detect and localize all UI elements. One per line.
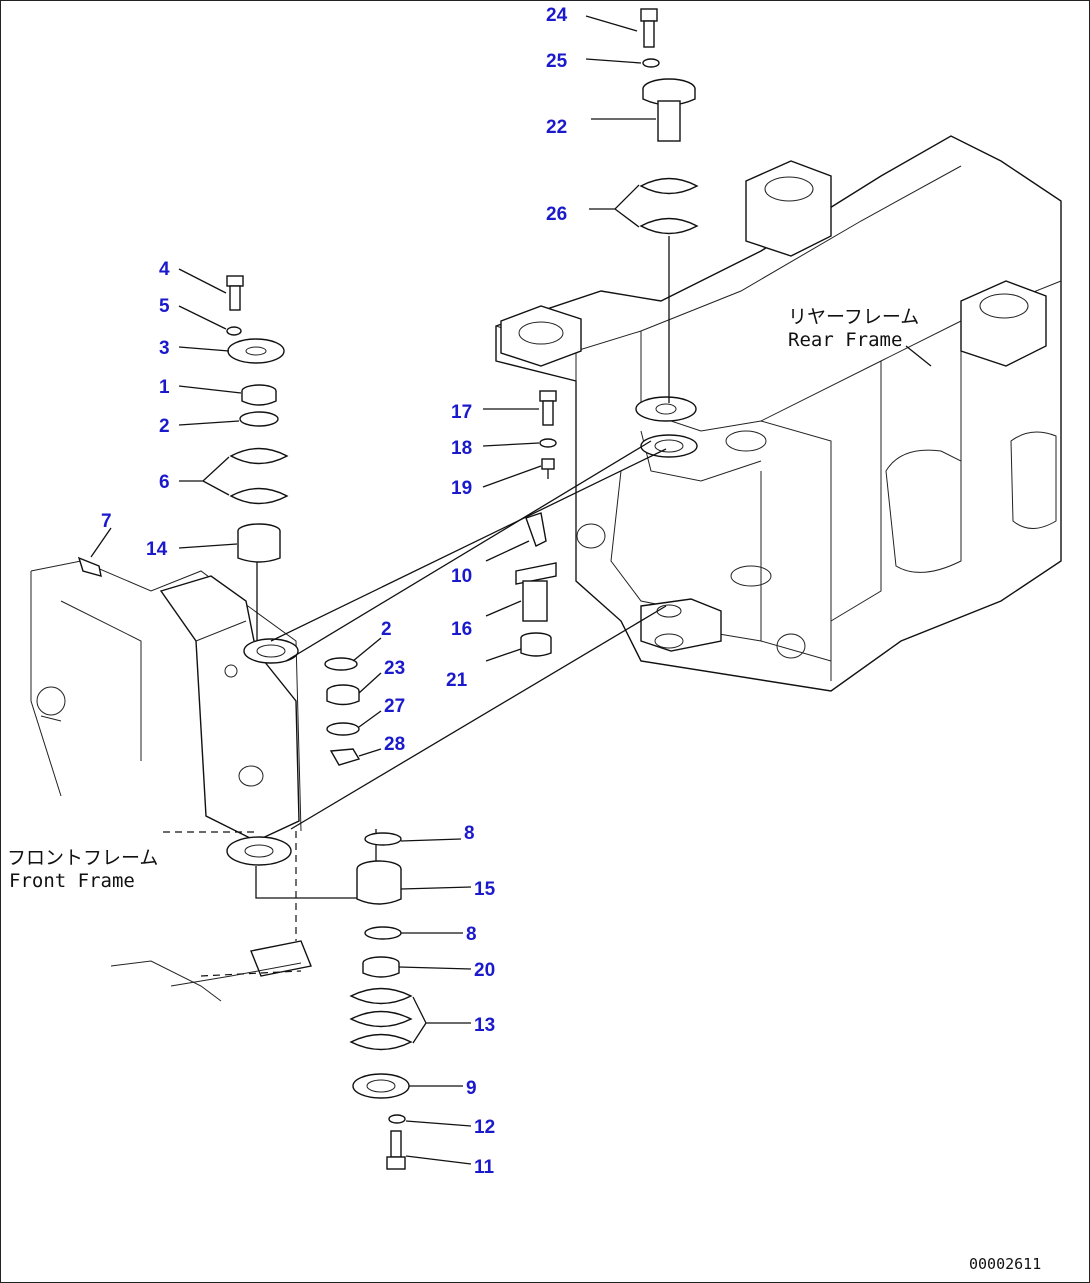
bolt-4 [226,275,244,311]
callout-14: 14 [146,539,168,560]
document-number: 00002611 [969,1255,1041,1273]
callout-16: 16 [451,619,472,640]
callout-26: 26 [546,204,567,225]
callout-22: 22 [546,117,567,138]
rear-frame-drawing [495,135,1062,692]
seal-2b [324,657,358,671]
rear-frame-label-jp: リヤーフレーム [788,306,919,328]
callout-10: 10 [451,566,472,587]
seal-8b [364,926,402,940]
rear-frame-label-en: Rear Frame [788,329,902,351]
callout-17: 17 [451,402,472,423]
callout-5: 5 [159,296,170,317]
leader-lines [90,15,932,1165]
shims-6 [229,447,289,505]
callout-1: 1 [159,377,170,398]
callout-27: 27 [384,696,405,717]
callout-9: 9 [466,1078,477,1099]
cover-3 [227,338,285,364]
bushing-1 [241,384,277,406]
shims-13 [349,987,413,1051]
bushing-23 [326,684,360,706]
spacer-14 [237,523,281,563]
assembly-lines [163,236,670,977]
washer-12 [388,1114,406,1124]
callout-3: 3 [159,338,170,359]
nut-28 [329,748,361,766]
bushing-20 [362,956,400,978]
seal-8a [364,832,402,846]
callout-23: 23 [384,658,405,679]
bushing-21 [520,632,552,657]
washer-18 [539,438,557,448]
callout-13: 13 [474,1015,495,1036]
seal-2a [239,411,279,427]
front-frame-label-jp: フロントフレーム [7,847,158,869]
shims-26 [639,177,699,235]
callout-8b: 8 [466,924,477,945]
callout-labels: 24 25 22 26 4 5 3 1 2 6 7 14 17 18 19 10… [101,5,568,1178]
callout-2a: 2 [159,416,170,437]
spacer-27 [326,722,360,736]
bolt-24 [640,8,658,48]
nut-19 [541,458,555,470]
bolt-17 [539,390,557,426]
fitting-10 [525,512,547,547]
callout-28: 28 [384,734,405,755]
washer-5 [226,326,242,336]
callout-4: 4 [159,259,170,280]
callout-12: 12 [474,1117,495,1138]
retainer-9 [352,1073,410,1099]
callout-11: 11 [474,1157,495,1178]
callout-7: 7 [101,511,112,532]
callout-18: 18 [451,438,472,459]
pin-16 [515,562,557,622]
callout-25: 25 [546,51,568,72]
callout-15: 15 [474,879,496,900]
callout-24: 24 [546,5,568,26]
front-frame-label-en: Front Frame [9,870,135,892]
callout-6: 6 [159,472,170,493]
pin-22 [642,78,696,142]
callout-2b: 2 [381,619,392,640]
spacer-15 [356,860,402,905]
callout-20: 20 [474,960,495,981]
callout-19: 19 [451,478,472,499]
front-frame-drawing [30,556,312,1002]
callout-21: 21 [446,670,468,691]
washer-25 [642,58,660,68]
callout-8a: 8 [464,823,475,844]
bolt-11 [386,1130,406,1170]
